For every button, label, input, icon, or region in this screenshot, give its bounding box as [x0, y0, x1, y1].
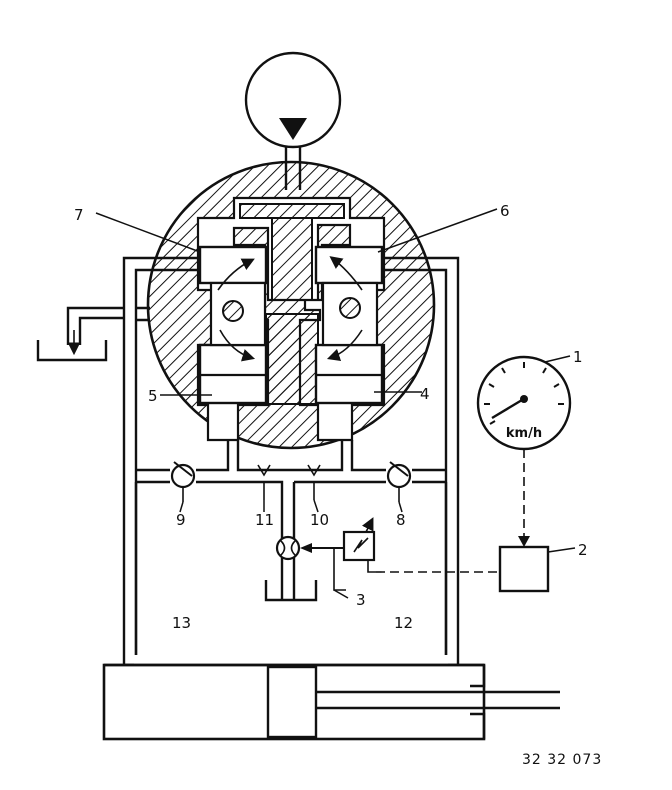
label-7: 7 [74, 206, 84, 224]
label-9: 9 [176, 511, 186, 529]
speedometer-unit: km/h [506, 426, 542, 441]
label-10: 10 [310, 511, 329, 529]
leader-lines [95, 208, 576, 599]
label-2: 2 [578, 541, 588, 559]
label-11: 11 [255, 511, 274, 529]
label-6: 6 [500, 202, 510, 220]
pressure-reservoir [244, 51, 342, 190]
solenoid-valve [275, 517, 376, 591]
throttle-11 [257, 464, 271, 500]
label-12: 12 [394, 614, 413, 632]
throttle-10 [307, 464, 321, 500]
label-4: 4 [420, 385, 430, 403]
label-5: 5 [148, 387, 158, 405]
label-13: 13 [172, 614, 191, 632]
rotary-valve-housing [146, 160, 436, 450]
label-3: 3 [356, 591, 366, 609]
check-valve-9 [170, 461, 196, 502]
label-8: 8 [396, 511, 406, 529]
check-valve-8 [386, 461, 412, 502]
speedometer: km/h [476, 355, 572, 451]
reference-code: 32 32 073 [522, 752, 602, 768]
right-valve-spool [314, 245, 384, 405]
left-valve-spool [198, 245, 268, 405]
label-1: 1 [573, 348, 583, 366]
power-cylinder [102, 663, 560, 741]
control-unit [376, 449, 550, 593]
